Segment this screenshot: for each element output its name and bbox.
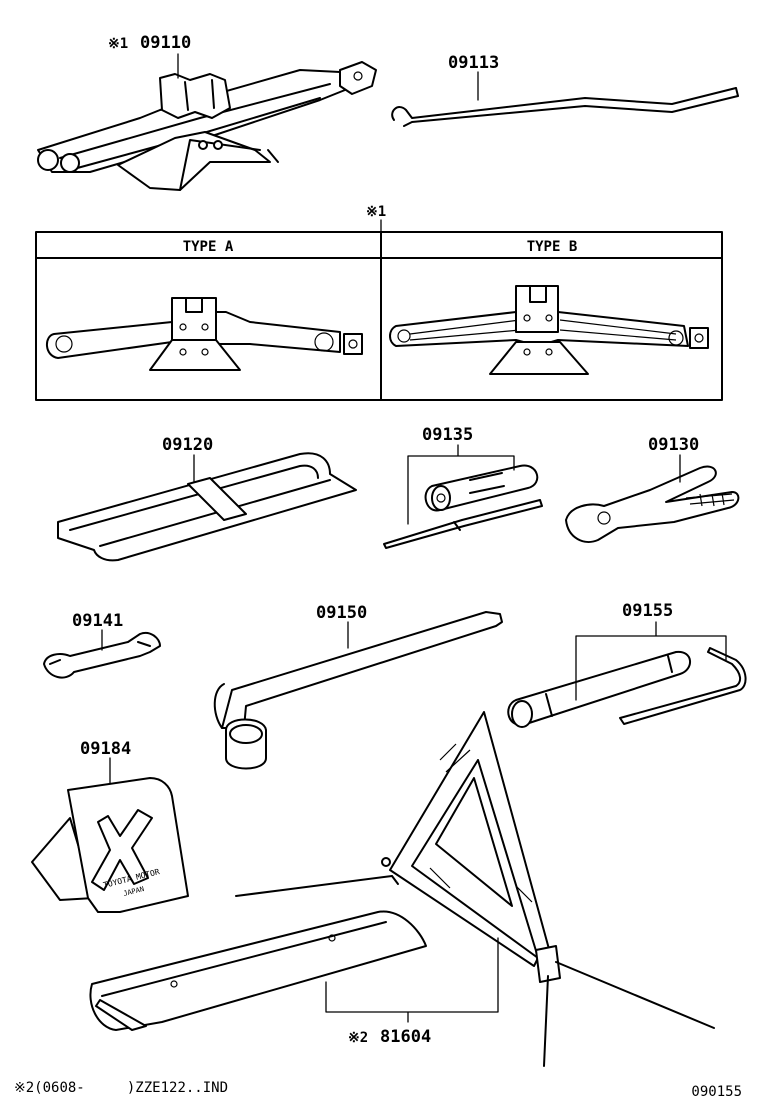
tool-bag-part-number: 09120 xyxy=(162,435,213,455)
open-wrench-part-number: 09141 xyxy=(72,611,123,631)
pliers-illustration xyxy=(565,465,740,543)
type-a-header: TYPE A xyxy=(183,239,234,255)
triangle-ref-mark: ※2 xyxy=(348,1030,368,1046)
plug-wrench-set-leader-bracket xyxy=(575,621,727,701)
screwdriver-set-part-number: 09135 xyxy=(422,425,473,445)
scissor-jack-illustration xyxy=(37,61,377,191)
wheel-chock-illustration: TOYOTA MOTOR JAPAN xyxy=(31,777,189,913)
pliers-part-number: 09130 xyxy=(648,435,699,455)
type-b-header: TYPE B xyxy=(527,239,578,255)
warning-triangle-illustration xyxy=(235,711,715,1067)
type-table-ref-mark: ※1 xyxy=(366,204,386,220)
jack-part-number: 09110 xyxy=(140,33,191,53)
type-a-jack-illustration xyxy=(46,297,363,371)
open-wrench-illustration xyxy=(43,632,161,679)
plug-wrench-set-illustration xyxy=(507,647,747,728)
lug-wrench-part-number: 09150 xyxy=(316,603,367,623)
screwdriver-set-leader-bracket xyxy=(407,444,515,525)
lug-wrench-illustration xyxy=(213,611,503,770)
type-table-frame xyxy=(35,231,723,401)
jack-ref-mark: ※1 xyxy=(108,36,128,52)
wheel-chock-part-number: 09184 xyxy=(80,739,131,759)
illustration-id: 090155 xyxy=(691,1084,742,1100)
tool-bag-illustration xyxy=(57,452,357,562)
jack-handle-part-number: 09113 xyxy=(448,53,499,73)
type-b-jack-illustration xyxy=(389,285,709,375)
plug-wrench-set-part-number: 09155 xyxy=(622,601,673,621)
triangle-case-illustration xyxy=(89,910,427,1031)
jack-handle-illustration xyxy=(391,87,739,127)
footer-note: ※2(0608- )ZZE122..IND xyxy=(14,1080,228,1096)
triangle-leader-bracket xyxy=(325,937,499,1023)
triangle-part-number: 81604 xyxy=(380,1027,431,1047)
screwdriver-set-illustration xyxy=(383,464,543,549)
